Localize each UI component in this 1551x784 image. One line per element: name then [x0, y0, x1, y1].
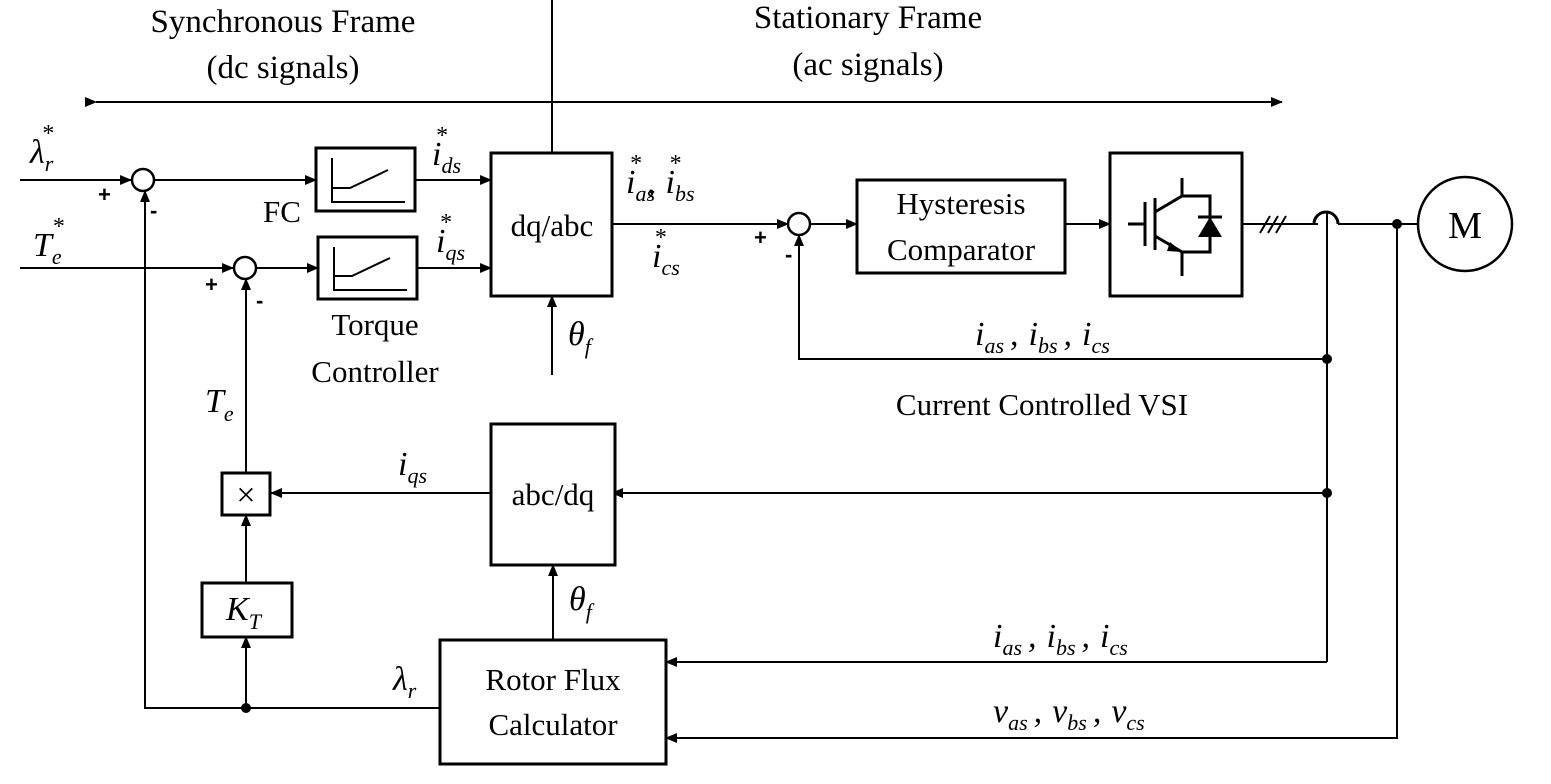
dq-abc-block	[489, 151, 614, 298]
hysteresis-label-1: Hysteresis	[896, 186, 1025, 221]
synchronous-frame-title: Synchronous Frame	[151, 4, 416, 40]
flux-minus-sign: -	[150, 198, 157, 223]
three-phase-marker	[1259, 215, 1287, 234]
ias-ibs-ref-label: ias*,ibs*	[626, 151, 695, 206]
rfc-label-1: Rotor Flux	[485, 662, 621, 697]
flux-plus-sign: +	[98, 182, 111, 207]
iabc-feedback-label-top: ias,ibs,ics	[975, 316, 1110, 358]
synchronous-frame-subtitle: (dc signals)	[206, 50, 359, 86]
current-minus-sign: -	[785, 242, 792, 267]
hysteresis-label-2: Comparator	[887, 232, 1036, 267]
iqs-feedback-label: iqs	[398, 446, 427, 488]
vabc-label: vas,vbs,vcs	[993, 693, 1145, 735]
torque-controller-axes	[333, 247, 407, 291]
flux-sum-junction	[130, 167, 156, 193]
junction-dot	[241, 703, 251, 713]
torque-controller-curve	[334, 257, 391, 277]
motor-label: M	[1448, 205, 1482, 247]
dq-abc-label: dq/abc	[511, 208, 594, 243]
flux-controller-curve	[332, 169, 389, 189]
torque-sum-junction	[232, 255, 258, 281]
ids-ref-label: ids*	[432, 123, 461, 178]
flux-feedback-label: λr	[392, 661, 417, 703]
torque-plus-sign: +	[205, 272, 218, 297]
vsi-label: Current Controlled VSI	[896, 387, 1188, 422]
flux-controller-axes	[331, 158, 405, 203]
rotor-flux-calculator-block	[438, 638, 668, 766]
te-feedback-label: Te	[205, 383, 234, 426]
current-plus-sign: +	[754, 225, 767, 250]
kt-gain-block	[200, 581, 294, 639]
motor-symbol	[1416, 175, 1514, 273]
hysteresis-comparator-block	[855, 178, 1067, 275]
flux-ref-label: λr*	[29, 121, 54, 176]
multiplier-symbol: ×	[236, 477, 255, 514]
stationary-frame-title: Stationary Frame	[754, 0, 982, 36]
current-feedback-line	[794, 234, 1327, 360]
torque-controller-label-1: Torque	[331, 307, 418, 342]
fc-label: FC	[263, 194, 301, 229]
kt-gain-label: KT	[225, 591, 263, 634]
theta-f-label-bottom: θf	[569, 581, 595, 624]
abc-dq-label: abc/dq	[512, 477, 595, 512]
current-sum-junction	[786, 211, 812, 237]
torque-minus-sign: -	[256, 288, 263, 313]
voltage-sense-line	[665, 224, 1398, 743]
igbt-icon	[1128, 178, 1222, 276]
flux-feedback-line	[140, 190, 440, 709]
rfc-label-2: Calculator	[488, 707, 618, 742]
iqs-ref-label: iqs*	[436, 210, 465, 265]
theta-f-label-top: θf	[568, 316, 594, 359]
stationary-frame-subtitle: (ac signals)	[792, 47, 943, 83]
abc-dq-block	[489, 422, 617, 567]
iabc-feedback-label-bottom: ias,ibs,ics	[993, 618, 1128, 660]
torque-ref-label: Te*	[33, 214, 64, 269]
torque-controller-label-2: Controller	[311, 354, 439, 389]
ics-ref-label: ics*	[652, 225, 680, 280]
